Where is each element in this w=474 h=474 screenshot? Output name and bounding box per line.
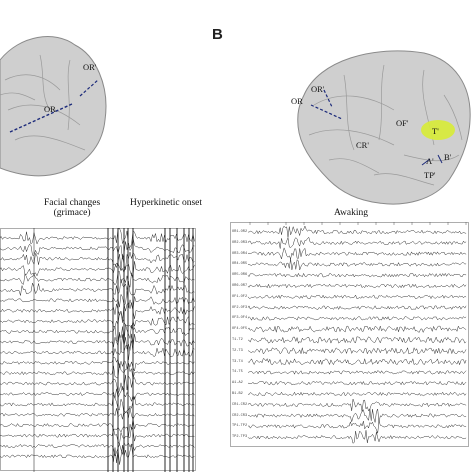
- right-eeg-channel-trace: [247, 336, 467, 344]
- right-brain-label-b-prime: B': [444, 152, 452, 162]
- right-eeg-channel-trace: [247, 430, 467, 444]
- right-eeg-channel-label: T4-T5: [232, 370, 243, 375]
- left-eeg-channel-trace: [0, 290, 195, 310]
- right-eeg-channel-trace: [247, 236, 467, 249]
- annotation-awaking: Awaking: [334, 208, 368, 218]
- right-eeg-channel-trace: [247, 247, 467, 260]
- left-eeg-channel-trace: [0, 261, 195, 277]
- right-eeg-channel-trace: [247, 391, 467, 397]
- right-brain-label-a-prime: A': [426, 156, 434, 166]
- left-eeg-channel-trace: [0, 271, 195, 289]
- right-eeg-channel-label: TP2-TP3: [232, 435, 248, 440]
- right-eeg-channel-label: OR4-OR5: [232, 262, 248, 267]
- left-eeg-channel-trace: [0, 386, 195, 403]
- left-eeg-channel-trace: [0, 392, 195, 416]
- right-brain-label-cr-prime: CR': [356, 140, 369, 150]
- left-eeg-channel-trace: [0, 444, 195, 465]
- left-brain-label-or-prime: OR': [83, 62, 97, 72]
- right-eeg-channel-trace: [247, 347, 467, 355]
- right-eeg-channel-label: OR5-OR6: [232, 273, 248, 278]
- right-eeg-channel-label: TP1-TP2: [232, 424, 248, 429]
- right-eeg-channel-label: T1-T2: [232, 338, 243, 342]
- right-eeg-channel-label: OF4-OF5: [232, 327, 248, 332]
- right-eeg-channel-trace: [247, 294, 467, 300]
- right-eeg-channel-label: T2-T3: [232, 348, 243, 353]
- right-eeg-channel-trace: [247, 316, 467, 321]
- right-brain-label-t-prime: T': [432, 126, 439, 136]
- left-eeg-channel-trace: [0, 310, 195, 330]
- right-eeg-channel-label: OF1-OF2: [232, 294, 248, 299]
- left-eeg-traces: [0, 228, 196, 472]
- left-eeg-channel-trace: [0, 237, 195, 260]
- left-eeg-channel-trace: [0, 357, 195, 372]
- annotation-facial-changes: Facial changes (grimace): [44, 198, 100, 218]
- left-eeg-channel-trace: [0, 278, 195, 296]
- right-eeg-channel-trace: [247, 408, 467, 423]
- right-eeg-channel-trace: [247, 420, 467, 434]
- right-eeg-channel-label: CR1-CR2: [232, 402, 248, 407]
- annotation-facial-changes-line2: (grimace): [53, 208, 91, 218]
- right-eeg-channel-label: OF3-OF4: [232, 316, 248, 321]
- right-eeg-channel-trace: [247, 283, 467, 289]
- left-eeg-channel-trace: [0, 251, 195, 271]
- right-eeg-channel-trace: [247, 272, 467, 278]
- left-brain-label-or: OR: [44, 104, 56, 114]
- right-eeg-channel-label: OR1-OR2: [232, 230, 248, 234]
- right-eeg-channel-trace: [247, 305, 467, 310]
- right-eeg-channel-trace: [247, 325, 467, 334]
- right-brain-label-or-prime: OR': [311, 84, 325, 94]
- right-eeg-channel-trace: [247, 225, 467, 238]
- right-eeg-channel-label: OR3-OR4: [232, 251, 248, 256]
- right-eeg-channel-trace: [248, 380, 467, 386]
- left-brain-render: [0, 36, 107, 177]
- right-eeg-channel-trace: [247, 398, 467, 412]
- right-eeg-channel-trace: [247, 370, 467, 375]
- left-eeg-channel-trace: [0, 324, 195, 345]
- right-eeg-channel-label: B1-B2: [232, 392, 243, 396]
- right-eeg-channel-label: OR2-OR3: [232, 240, 248, 245]
- right-brain-render: [297, 50, 471, 205]
- left-eeg-channel-trace: [0, 407, 195, 420]
- annotation-facial-changes-line1: Facial changes: [44, 198, 101, 208]
- left-eeg-channel-trace: [0, 426, 195, 445]
- right-eeg-channel-label: A1-A2: [232, 381, 243, 386]
- right-eeg-channel-trace: [247, 258, 467, 271]
- left-eeg-channel-trace: [0, 228, 195, 248]
- panel-b-letter: B: [212, 26, 223, 43]
- right-eeg-traces: [230, 222, 469, 447]
- right-eeg-channel-label: OR6-OR7: [232, 284, 248, 288]
- right-eeg-channel-label: T3-T4: [232, 359, 243, 364]
- right-eeg-channel-label: OF2-OF3: [232, 305, 248, 310]
- left-eeg-channel-trace: [0, 418, 195, 437]
- left-eeg-channel-trace: [0, 363, 195, 380]
- right-brain-label-or: OR: [291, 96, 303, 106]
- annotation-hyperkinetic-onset: Hyperkinetic onset: [130, 198, 203, 208]
- right-eeg-channel-trace: [247, 357, 467, 366]
- left-eeg-channel-trace: [0, 302, 195, 323]
- right-brain-label-tp-prime: TP': [424, 170, 436, 180]
- left-eeg-channel-trace: [0, 374, 195, 395]
- right-brain-label-of-prime: OF': [396, 118, 409, 128]
- left-eeg-channel-trace: [0, 441, 195, 457]
- left-eeg-channel-trace: [0, 340, 195, 360]
- right-eeg-channel-label: CR2-CR3: [232, 413, 248, 418]
- left-eeg-channel-trace: [0, 332, 195, 353]
